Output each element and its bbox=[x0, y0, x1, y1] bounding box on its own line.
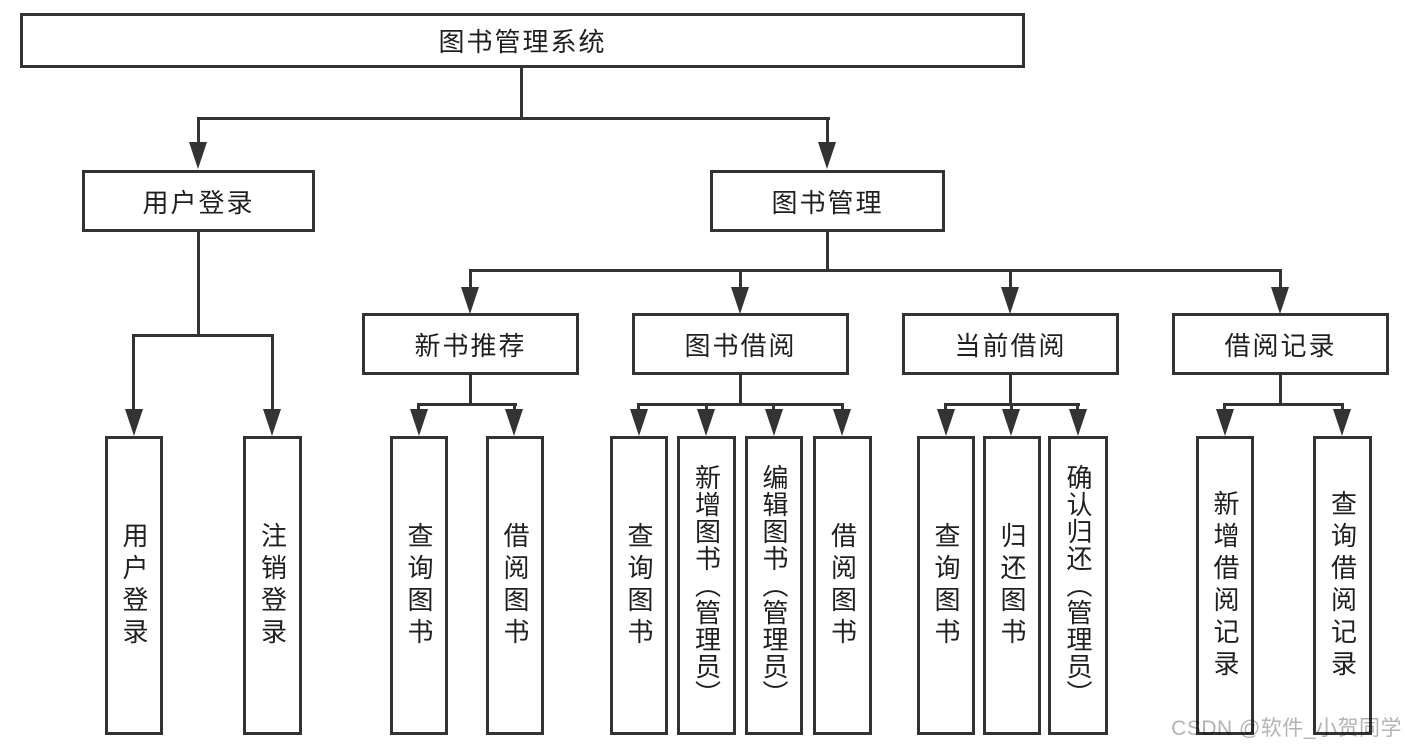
leaf-nbr-query-books: 查询图书 bbox=[390, 436, 448, 735]
current-lending-stem-line bbox=[1009, 375, 1012, 406]
leaf-bl-edit-book-admin: 编辑图书（管理员） bbox=[745, 436, 803, 735]
node-new-book-recommend: 新书推荐 bbox=[362, 313, 579, 375]
node-lending-records: 借阅记录 bbox=[1172, 313, 1389, 375]
arrowhead-bl-add-book bbox=[697, 409, 715, 436]
leaf-user-login-label: 用户登录 bbox=[119, 521, 149, 650]
arrowhead-new-book-recommend bbox=[461, 287, 479, 314]
arrowhead-leaf-logout bbox=[263, 409, 281, 436]
leaf-cl-query-books-label: 查询图书 bbox=[931, 521, 961, 650]
arrow-shaft-lr-query-record bbox=[1341, 403, 1344, 413]
arrow-shaft-book-lending bbox=[739, 269, 742, 289]
leaf-bl-query-books-label: 查询图书 bbox=[624, 521, 654, 650]
arrowhead-cl-confirm-return bbox=[1069, 409, 1087, 436]
arrowhead-cl-query-books bbox=[937, 409, 955, 436]
arrow-shaft-lr-add-record bbox=[1223, 403, 1226, 413]
user-login-branch-line bbox=[132, 334, 274, 337]
arrow-shaft-bl-edit-book bbox=[772, 403, 775, 413]
arrowhead-book-management bbox=[818, 142, 836, 169]
leaf-bl-query-books: 查询图书 bbox=[610, 436, 668, 735]
arrow-shaft-bl-borrow-books bbox=[841, 403, 844, 413]
lending-records-branch-line bbox=[1223, 403, 1344, 406]
arrow-shaft-user-login bbox=[197, 117, 200, 145]
book-lending-branch-line bbox=[637, 403, 844, 406]
node-book-lending: 图书借阅 bbox=[632, 313, 849, 375]
lending-records-stem-line bbox=[1279, 375, 1282, 406]
arrowhead-cl-return-books bbox=[1002, 409, 1020, 436]
leaf-user-login: 用户登录 bbox=[105, 436, 163, 735]
node-root: 图书管理系统 bbox=[20, 13, 1025, 68]
leaf-cl-query-books: 查询图书 bbox=[917, 436, 975, 735]
arrowhead-nbr-query-books bbox=[410, 409, 428, 436]
leaf-lr-add-record-label: 新增借阅记录 bbox=[1210, 489, 1240, 682]
arrow-shaft-cl-return-books bbox=[1010, 403, 1013, 413]
leaf-cl-confirm-return-admin: 确认归还（管理员） bbox=[1048, 436, 1108, 735]
root-branch-line bbox=[197, 117, 830, 120]
user-login-stem-line bbox=[197, 232, 200, 335]
node-current-lending: 当前借阅 bbox=[902, 313, 1119, 375]
leaf-lr-query-record-label: 查询借阅记录 bbox=[1327, 489, 1358, 682]
arrowhead-lending-records bbox=[1271, 287, 1289, 314]
root-stem-line bbox=[520, 68, 523, 120]
arrow-shaft-new-book-recommend bbox=[469, 269, 472, 289]
arrow-shaft-nbr-query-books bbox=[417, 403, 420, 413]
leaf-cl-return-books: 归还图书 bbox=[983, 436, 1041, 735]
arrowhead-bl-query-books bbox=[630, 409, 648, 436]
arrowhead-current-lending bbox=[1001, 287, 1019, 314]
arrowhead-bl-borrow-books bbox=[833, 409, 851, 436]
arrow-shaft-cl-confirm-return bbox=[1076, 403, 1079, 413]
arrow-shaft-nbr-borrow-books bbox=[513, 403, 516, 413]
arrow-shaft-cl-query-books bbox=[944, 403, 947, 413]
arrowhead-lr-add-record bbox=[1216, 409, 1234, 436]
node-book-management: 图书管理 bbox=[710, 170, 945, 232]
new-book-recommend-stem-line bbox=[469, 375, 472, 406]
leaf-logout-label: 注销登录 bbox=[257, 521, 288, 650]
new-book-recommend-branch-line bbox=[417, 403, 517, 406]
leaf-lr-add-record: 新增借阅记录 bbox=[1196, 436, 1254, 735]
leaf-cl-confirm-return-admin-label: 确认归还（管理员） bbox=[1063, 464, 1093, 707]
arrow-shaft-leaf-user-login bbox=[132, 334, 135, 412]
leaf-nbr-borrow-books: 借阅图书 bbox=[486, 436, 544, 735]
arrowhead-leaf-user-login bbox=[125, 409, 143, 436]
leaf-bl-borrow-books: 借阅图书 bbox=[813, 436, 872, 735]
leaf-cl-return-books-label: 归还图书 bbox=[997, 521, 1027, 650]
leaf-logout: 注销登录 bbox=[243, 436, 302, 735]
arrowhead-book-lending bbox=[731, 287, 749, 314]
arrowhead-user-login bbox=[189, 142, 207, 169]
book-management-branch-line bbox=[469, 269, 1282, 272]
arrowhead-bl-edit-book bbox=[765, 409, 783, 436]
node-user-login: 用户登录 bbox=[82, 170, 315, 232]
arrow-shaft-leaf-logout bbox=[271, 334, 274, 412]
leaf-bl-edit-book-admin-label: 编辑图书（管理员） bbox=[759, 464, 789, 707]
leaf-lr-query-record: 查询借阅记录 bbox=[1313, 436, 1372, 735]
arrowhead-nbr-borrow-books bbox=[505, 409, 523, 436]
leaf-bl-borrow-books-label: 借阅图书 bbox=[827, 521, 858, 650]
leaf-bl-add-book-admin: 新增图书（管理员） bbox=[677, 436, 736, 735]
leaf-nbr-borrow-books-label: 借阅图书 bbox=[500, 521, 530, 650]
arrow-shaft-bl-query-books bbox=[637, 403, 640, 413]
watermark-text: CSDN @软件_小贺同学 bbox=[1171, 717, 1402, 740]
leaf-nbr-query-books-label: 查询图书 bbox=[404, 521, 434, 650]
arrowhead-lr-query-record bbox=[1333, 409, 1351, 436]
arrow-shaft-book-management bbox=[826, 117, 829, 145]
book-lending-stem-line bbox=[739, 375, 742, 406]
book-management-stem-line bbox=[826, 232, 829, 271]
arrow-shaft-lending-records bbox=[1279, 269, 1282, 289]
leaf-bl-add-book-admin-label: 新增图书（管理员） bbox=[691, 464, 722, 707]
arrow-shaft-current-lending bbox=[1009, 269, 1012, 289]
arrow-shaft-bl-add-book bbox=[705, 403, 708, 413]
